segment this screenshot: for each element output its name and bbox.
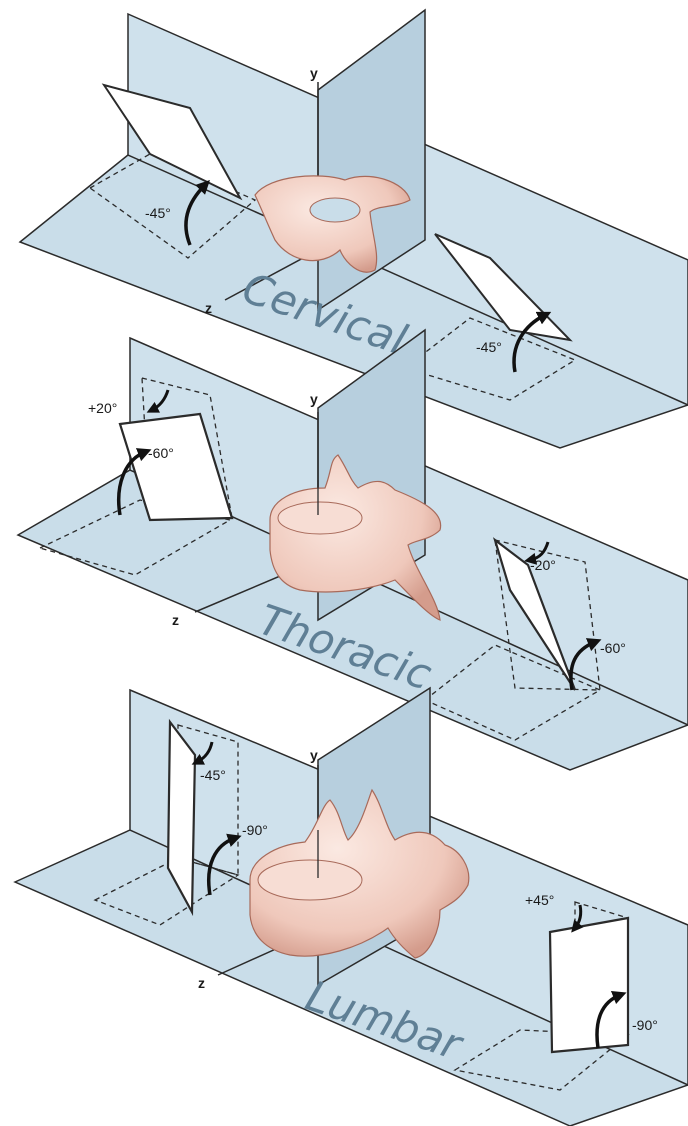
right-angle-label: -90°	[632, 1017, 658, 1033]
right-angle-label: -45°	[476, 339, 502, 355]
left-angle-label: -60°	[148, 445, 174, 461]
right-tilt-label: +45°	[525, 892, 554, 908]
z-axis-label: z	[198, 975, 205, 991]
z-axis-label: z	[172, 612, 179, 628]
y-axis-label: y	[310, 747, 318, 763]
right-angle-label: -60°	[600, 640, 626, 656]
left-tilt-label: -45°	[200, 767, 226, 783]
z-axis-label: z	[205, 300, 212, 316]
left-tilt-label: +20°	[88, 400, 117, 416]
right-tilt-label: -20°	[530, 557, 556, 573]
y-axis-label: y	[310, 65, 318, 81]
y-axis-label: y	[310, 391, 318, 407]
left-angle-label: -45°	[145, 205, 171, 221]
left-angle-label: -90°	[242, 822, 268, 838]
right-facet-plane	[550, 918, 628, 1052]
